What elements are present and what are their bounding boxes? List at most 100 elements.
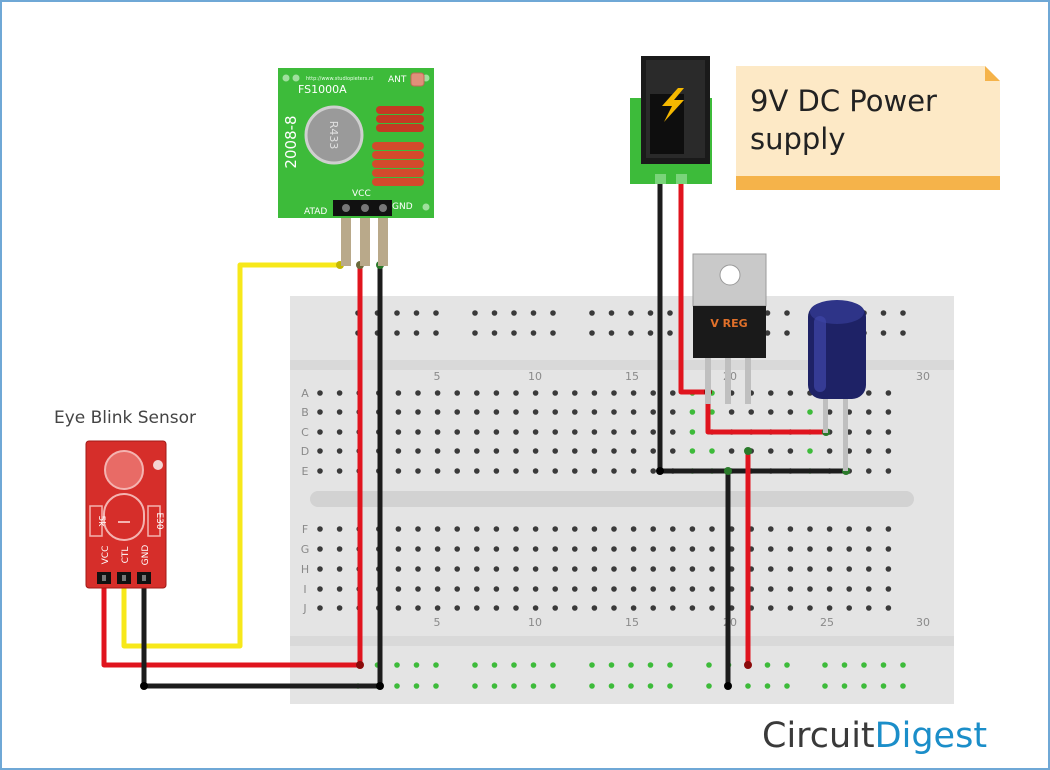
breadboard-hole [768, 586, 774, 592]
breadboard-hole [709, 546, 715, 552]
breadboard-hole [709, 566, 715, 572]
breadboard-hole [491, 330, 498, 336]
breadboard-hole [784, 310, 790, 316]
sensor-hole-icon [153, 460, 163, 470]
breadboard-hole [511, 662, 517, 668]
breadboard-hole [709, 605, 715, 611]
breadboard-hole [532, 409, 539, 415]
note-line-1: 9V DC Power [750, 84, 937, 118]
breadboard-hole [433, 683, 439, 689]
breadboard-hole [900, 330, 906, 336]
sensor-title: Eye Blink Sensor [54, 408, 196, 428]
breadboard-hole [787, 390, 794, 396]
coil-large [372, 142, 424, 186]
breadboard-hole [650, 390, 656, 396]
breadboard-hole [650, 566, 656, 572]
breadboard-hole [395, 468, 402, 474]
breadboard-hole [689, 526, 696, 532]
breadboard-hole [709, 526, 715, 532]
breadboard-hole [628, 330, 634, 336]
circuit-digest-logo: CircuitDigest [762, 716, 987, 756]
breadboard-hole [317, 468, 323, 474]
breadboard-hole [861, 683, 867, 689]
breadboard-hole [317, 586, 323, 592]
rf-transmitter: http://www.studiopieters.nl FS1000A ANT … [278, 68, 434, 266]
breadboard-hole [826, 448, 833, 454]
svg-text:E30: E30 [154, 512, 164, 529]
breadboard-hole [434, 605, 441, 611]
breadboard-hole [807, 566, 813, 572]
breadboard-hole [650, 526, 656, 532]
breadboard-hole [415, 390, 421, 396]
breadboard-hole [670, 605, 676, 611]
breadboard-hole [434, 429, 441, 435]
breadboard-hole [336, 526, 343, 532]
breadboard-hole [784, 662, 790, 668]
breadboard-hole [608, 330, 615, 336]
breadboard-hole [670, 526, 676, 532]
note-line-2: supply [750, 122, 846, 156]
dc-power-jack [630, 56, 712, 184]
breadboard-hole [336, 586, 343, 592]
breadboard-hole [572, 409, 578, 415]
breadboard-hole [630, 390, 637, 396]
breadboard-hole [552, 566, 558, 572]
breadboard-hole [415, 586, 421, 592]
transmitter-model: FS1000A [298, 83, 347, 96]
breadboard-hole [415, 546, 421, 552]
breadboard-hole [611, 526, 617, 532]
breadboard-hole [689, 605, 696, 611]
breadboard-hole [532, 448, 539, 454]
breadboard-hole [474, 448, 480, 454]
breadboard-hole [589, 330, 595, 336]
breadboard-hole [474, 429, 480, 435]
breadboard-hole [434, 409, 441, 415]
breadboard-hole [611, 448, 617, 454]
breadboard-hole [591, 390, 598, 396]
breadboard-hole [589, 310, 595, 316]
breadboard-hole [415, 468, 421, 474]
breadboard-hole [336, 429, 343, 435]
breadboard-hole [667, 330, 673, 336]
breadboard-hole [764, 310, 771, 316]
brand-part-1: Circuit [762, 716, 875, 756]
breadboard-hole [880, 330, 887, 336]
breadboard-hole [591, 586, 598, 592]
breadboard-hole [317, 546, 323, 552]
breadboard-hole [689, 448, 696, 454]
breadboard-hole [530, 683, 537, 689]
breadboard-hole [787, 409, 794, 415]
breadboard-hole [413, 662, 420, 668]
breadboard-hole [787, 605, 794, 611]
breadboard-hole [317, 390, 323, 396]
breadboard-hole [395, 409, 402, 415]
breadboard-hole [472, 683, 478, 689]
coil-small [376, 106, 424, 132]
svg-text:ATAD: ATAD [304, 207, 327, 217]
breadboard-hole [768, 526, 774, 532]
breadboard-hole [552, 448, 558, 454]
breadboard-hole [630, 526, 637, 532]
breadboard-hole [826, 409, 833, 415]
breadboard-hole [689, 429, 696, 435]
breadboard-hole [395, 448, 402, 454]
breadboard-hole [807, 409, 813, 415]
breadboard-hole [880, 683, 887, 689]
breadboard-hole [787, 586, 794, 592]
breadboard-hole [670, 448, 676, 454]
breadboard-hole [491, 310, 498, 316]
breadboard-hole [650, 468, 656, 474]
breadboard-hole [880, 662, 887, 668]
brand-part-2: Digest [875, 716, 987, 756]
column-label: 15 [625, 370, 639, 383]
breadboard-hole [550, 683, 556, 689]
note-bar [736, 176, 1000, 190]
breadboard-hole [670, 409, 676, 415]
breadboard-hole [472, 310, 478, 316]
breadboard-hole [415, 526, 421, 532]
row-label: A [301, 387, 309, 400]
breadboard-hole [822, 683, 828, 689]
breadboard-hole [807, 586, 813, 592]
breadboard-hole [591, 605, 598, 611]
breadboard-hole [866, 448, 872, 454]
